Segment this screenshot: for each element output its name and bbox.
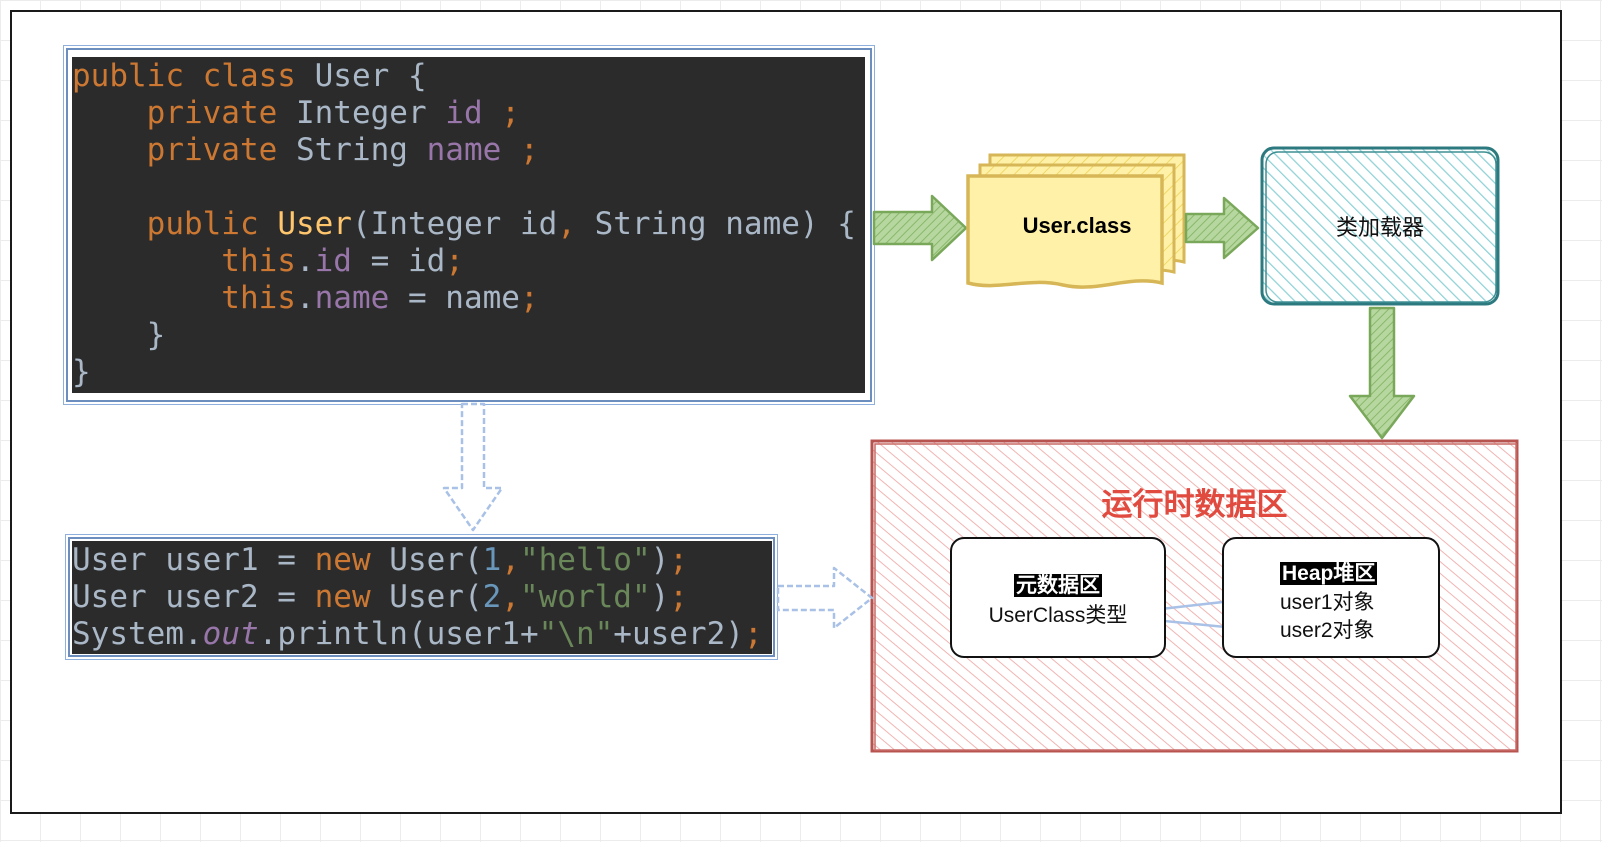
- code-token: = id: [351, 243, 446, 279]
- class-file-label: User.class: [1022, 213, 1132, 238]
- main-code-block: User user1 = new User(1,"hello");User us…: [72, 541, 772, 654]
- main-code-line: User user1 = new User(1,"hello");: [72, 542, 772, 579]
- code-token: .: [295, 243, 315, 279]
- code-token: }: [72, 317, 166, 353]
- code-token: "world": [519, 579, 651, 615]
- code-token: out: [202, 616, 259, 652]
- heap-user1-object: user1对象: [1280, 591, 1375, 614]
- metadata-class-item: UserClass类型: [988, 604, 1128, 627]
- code-token: ,: [501, 579, 520, 615]
- code-token: new: [314, 579, 390, 615]
- class-file-shape: [966, 153, 1186, 289]
- class-code-line: private String name ;: [72, 132, 865, 169]
- class-code-outline: [66, 48, 872, 402]
- code-token: private: [72, 95, 296, 131]
- code-token: ;: [669, 579, 688, 615]
- code-token: ,: [557, 206, 595, 242]
- class-code-line: public class User {: [72, 58, 865, 95]
- code-token: 2: [482, 579, 502, 615]
- code-token: ;: [669, 542, 688, 578]
- class-code-line: public User(Integer id, String name) {: [72, 206, 865, 243]
- code-token: public class: [72, 58, 315, 94]
- code-token: name: [426, 132, 520, 168]
- code-token: ): [650, 542, 670, 578]
- class-code-line: private Integer id ;: [72, 95, 865, 132]
- class-code-line: this.id = id;: [72, 243, 865, 280]
- code-token: }: [72, 354, 91, 390]
- code-token: +user2): [613, 616, 744, 652]
- code-token: User user2 =: [72, 579, 315, 615]
- arrow-loader-to-runtime: [1348, 306, 1416, 440]
- code-token: this: [72, 280, 296, 316]
- code-token: ;: [519, 132, 539, 168]
- arrow-class-to-main: [442, 402, 504, 532]
- code-token: User(: [389, 579, 483, 615]
- code-token: new: [314, 542, 390, 578]
- code-token: "\n": [538, 616, 614, 652]
- code-token: this: [72, 243, 296, 279]
- heap-area-title: Heap堆区: [1280, 562, 1378, 585]
- main-code-line: User user2 = new User(2,"world");: [72, 579, 772, 616]
- code-token: ,: [501, 542, 520, 578]
- code-token: .println(user1+: [258, 616, 539, 652]
- code-token: User: [277, 206, 352, 242]
- code-token: User {: [314, 58, 427, 94]
- class-code-line: }: [72, 354, 865, 391]
- code-token: id: [314, 243, 352, 279]
- runtime-area-title: 运行时数据区: [1101, 486, 1288, 522]
- code-token: ;: [445, 243, 464, 279]
- code-token: name: [314, 280, 390, 316]
- code-token: ): [650, 579, 670, 615]
- code-token: private: [72, 132, 296, 168]
- code-token: ;: [501, 95, 520, 131]
- code-token: User(: [389, 542, 483, 578]
- arrow-code-to-classfile: [872, 194, 968, 262]
- code-token: Integer: [295, 95, 446, 131]
- code-token: .: [295, 280, 315, 316]
- code-token: ;: [519, 280, 539, 316]
- class-loader-label: 类加载器: [1335, 215, 1424, 240]
- code-token: id: [445, 95, 502, 131]
- main-code-line: System.out.println(user1+"\n"+user2);: [72, 616, 772, 653]
- code-token: User user1 =: [72, 542, 315, 578]
- class-loader-shape: [1260, 146, 1500, 306]
- code-token: (Integer id: [351, 206, 558, 242]
- code-token: = name: [389, 280, 520, 316]
- code-token: System.: [72, 616, 203, 652]
- metadata-area-title: 元数据区: [1014, 574, 1102, 597]
- main-code-outline: [68, 537, 775, 657]
- code-token: public: [72, 206, 278, 242]
- code-token: 1: [482, 542, 502, 578]
- code-token: "hello": [519, 542, 651, 578]
- code-token: ;: [743, 616, 763, 652]
- arrow-main-to-runtime: [776, 566, 874, 630]
- class-code-line: this.name = name;: [72, 280, 865, 317]
- class-code-line: }: [72, 317, 865, 354]
- code-token: String name) {: [594, 206, 856, 242]
- code-token: String: [295, 132, 427, 168]
- heap-area-box: Heap堆区 user1对象 user2对象: [1222, 537, 1440, 658]
- arrow-classfile-to-loader: [1184, 196, 1260, 260]
- heap-user2-object: user2对象: [1280, 619, 1375, 642]
- user-class-code-block: public class User { private Integer id ;…: [72, 57, 865, 393]
- metadata-area-box: 元数据区 UserClass类型: [950, 537, 1166, 658]
